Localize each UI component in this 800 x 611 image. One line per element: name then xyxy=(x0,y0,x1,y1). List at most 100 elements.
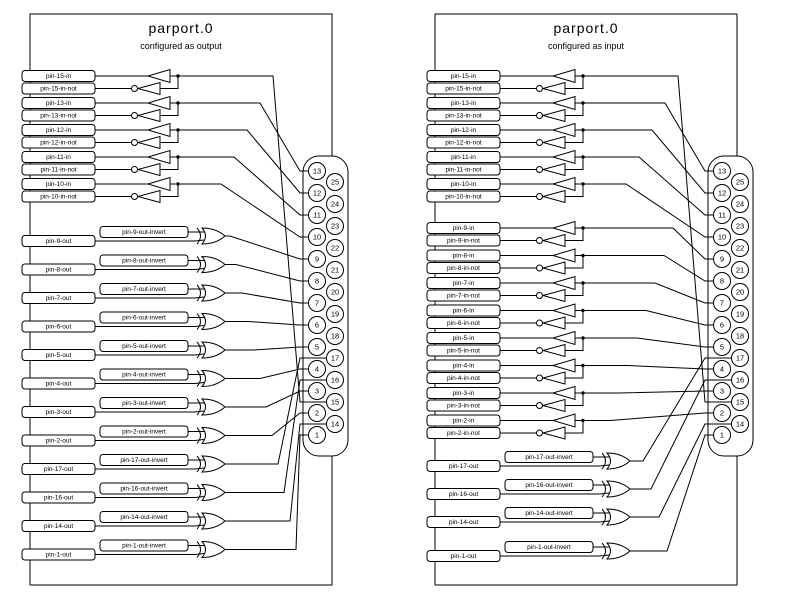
pin-box xyxy=(21,292,96,304)
pin-label: pin-17-out xyxy=(449,463,478,470)
inverter-bubble-icon xyxy=(536,85,543,92)
connector-pin xyxy=(308,360,326,378)
pin-box xyxy=(426,387,501,399)
param-label: pin-14-out-invert xyxy=(120,514,168,521)
xor-input-arc-icon xyxy=(601,508,606,526)
param-box xyxy=(99,311,189,324)
pin-box xyxy=(426,372,501,384)
connector-pin-number: 2 xyxy=(720,409,724,418)
buffer-icon xyxy=(146,176,171,192)
wire xyxy=(565,393,584,406)
connector-pin xyxy=(713,294,731,312)
wire xyxy=(583,365,714,370)
pin-box xyxy=(426,516,501,528)
param-label: pin-6-out-invert xyxy=(122,315,166,322)
connector-pin xyxy=(731,327,749,345)
pin-label: pin-5-out xyxy=(46,352,72,359)
wire xyxy=(160,184,179,197)
param-box xyxy=(504,451,594,463)
wire xyxy=(565,228,584,241)
pin-box xyxy=(426,222,501,234)
inverter-bubble-icon xyxy=(536,264,543,272)
pin-label: pin-12-in xyxy=(46,127,72,134)
pin-box xyxy=(426,317,501,329)
pin-box xyxy=(426,234,501,247)
wire xyxy=(160,157,179,170)
pin-box xyxy=(21,406,96,418)
junction-dot xyxy=(581,101,585,105)
junction-dot xyxy=(581,363,585,368)
pin-box xyxy=(426,427,501,439)
connector-pin-number: 25 xyxy=(331,178,339,187)
connector-pin-number: 4 xyxy=(315,365,319,374)
connector-pin-number: 14 xyxy=(736,420,744,429)
connector-pin xyxy=(326,415,344,433)
connector-pin-number: 5 xyxy=(720,343,724,352)
connector-pin-number: 9 xyxy=(720,255,724,264)
wire xyxy=(500,464,610,467)
inverter-icon xyxy=(136,162,161,177)
pin-label: pin-10-in xyxy=(451,181,477,188)
pin-box xyxy=(21,178,96,190)
connector-pin xyxy=(713,338,731,356)
junction-dot xyxy=(581,253,585,258)
wire xyxy=(225,423,327,522)
connector-pin-number: 2 xyxy=(315,409,319,418)
param-label: pin-16-out-invert xyxy=(525,482,573,489)
xor-input-arc-icon xyxy=(196,227,201,245)
pin-label: pin-2-in xyxy=(453,418,475,425)
wire xyxy=(95,410,205,413)
pin-label: pin-7-in xyxy=(453,280,475,287)
pin-label: pin-16-out xyxy=(44,495,73,502)
xor-gate-icon xyxy=(200,512,226,530)
connector-pin-number: 16 xyxy=(331,376,339,385)
connector-pin-number: 16 xyxy=(736,376,744,385)
connector-pin-number: 13 xyxy=(718,167,726,176)
connector-pin-number: 6 xyxy=(315,321,319,330)
inverter-icon xyxy=(541,162,566,177)
pin-box xyxy=(426,109,501,122)
junction-dot xyxy=(581,336,585,340)
pin-box xyxy=(21,520,96,532)
wire xyxy=(95,296,205,299)
wire xyxy=(583,310,714,326)
xor-input-arc-icon xyxy=(196,512,201,530)
wire xyxy=(583,337,714,348)
xor-gate-icon xyxy=(200,284,226,302)
connector-pin xyxy=(308,162,326,180)
pin-label: pin-12-in-not xyxy=(40,140,77,147)
wire xyxy=(178,156,309,216)
inverter-icon xyxy=(541,371,566,385)
pin-box xyxy=(426,414,501,427)
connector-pin xyxy=(326,217,344,235)
param-label: pin-5-out-invert xyxy=(122,343,166,350)
param-label: pin-17-out-invert xyxy=(120,457,168,464)
xor-gate-icon xyxy=(605,452,631,470)
wire xyxy=(565,310,584,324)
pin-label: pin-4-out xyxy=(46,381,72,388)
xor-input-arc-icon xyxy=(196,341,201,359)
connector-pin xyxy=(326,195,344,213)
xor-input-arc-icon xyxy=(601,480,606,498)
pin-label: pin-6-out xyxy=(46,324,72,331)
inverter-icon xyxy=(136,189,161,204)
pin-box xyxy=(21,163,96,176)
wire xyxy=(178,183,309,238)
inverter-bubble-icon xyxy=(536,292,543,299)
xor-gate-icon xyxy=(200,369,226,388)
connector-pin xyxy=(731,349,749,367)
connector-pin-number: 20 xyxy=(736,288,744,297)
pin-box xyxy=(21,70,96,82)
connector-pin xyxy=(731,239,749,257)
inverter-icon xyxy=(541,189,566,204)
pin-label: pin-3-out xyxy=(46,409,72,416)
pin-label: pin-14-out xyxy=(449,519,478,526)
connector-pin-number: 6 xyxy=(720,321,724,330)
inverter-icon xyxy=(541,398,566,413)
inverter-icon xyxy=(541,261,566,275)
xor-gate-icon xyxy=(200,455,226,473)
connector-pin xyxy=(326,283,344,301)
param-label: pin-4-out-invert xyxy=(122,372,166,379)
pin-box xyxy=(21,109,96,122)
connector-pin-number: 3 xyxy=(720,387,724,396)
